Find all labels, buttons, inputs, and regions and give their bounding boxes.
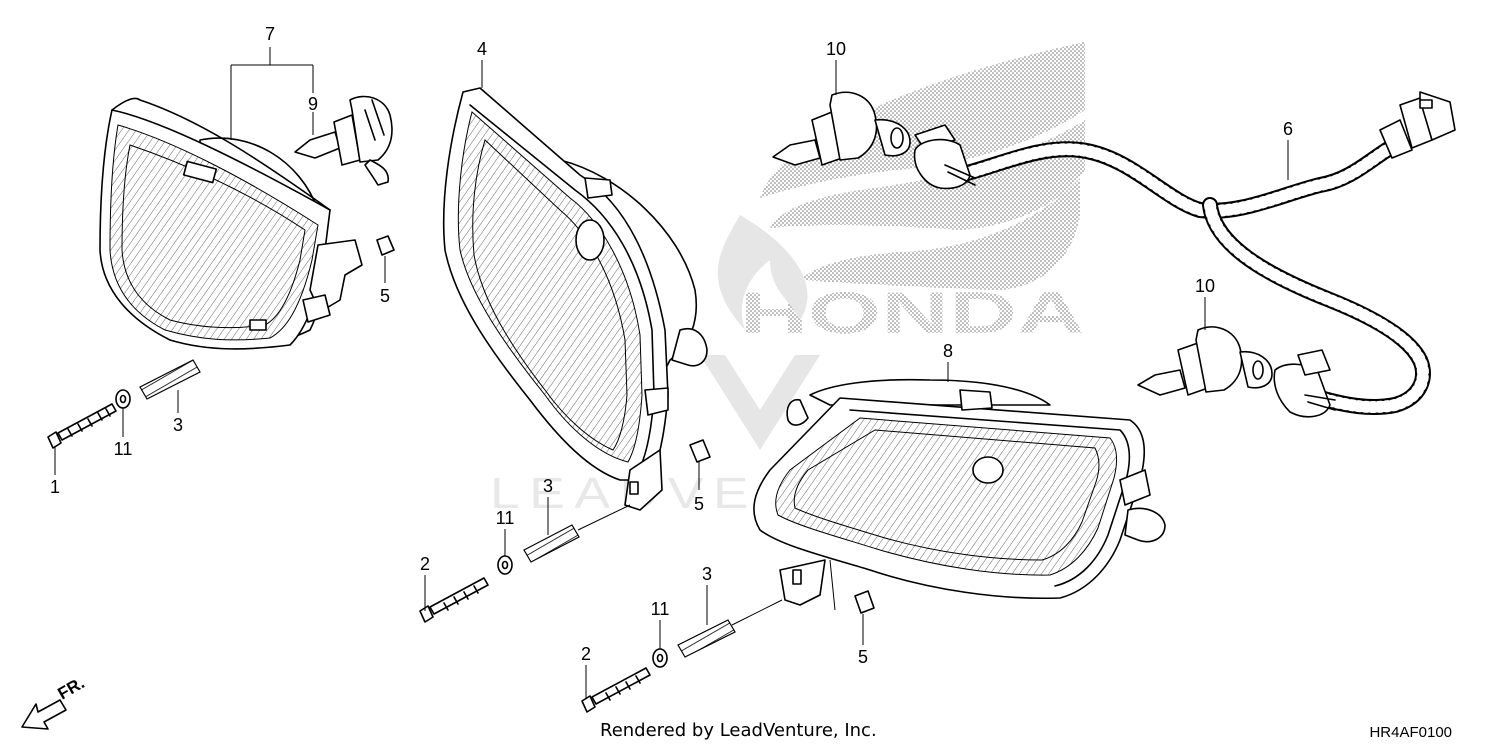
callout-11-b: 11: [496, 508, 515, 528]
callout-3-b: 3: [543, 476, 553, 496]
callout-1: 1: [50, 477, 60, 497]
washer-11-b[interactable]: [497, 555, 513, 575]
bolt-2-b[interactable]: [581, 667, 651, 713]
front-direction-indicator: FR.: [21, 673, 88, 730]
washer-11-a[interactable]: [115, 389, 131, 409]
callout-4: 4: [477, 39, 487, 59]
front-label: FR.: [55, 673, 88, 703]
callout-11-a: 11: [114, 439, 133, 459]
callout-5-c: 5: [858, 647, 868, 667]
diagram-code: HR4AF0100: [1369, 724, 1452, 741]
callout-8: 8: [943, 341, 953, 361]
leader-lines: [54, 47, 1289, 699]
callouts: 7 9 4 10 6 10 8 5 5 5 3 3 3 11 11 11 1 2…: [50, 24, 1293, 667]
callout-10-lower: 10: [1195, 276, 1215, 296]
bolt-2-a[interactable]: [419, 577, 489, 623]
callout-3-a: 3: [173, 415, 183, 435]
callout-5-a: 5: [380, 286, 390, 306]
callout-2-b: 2: [581, 644, 591, 664]
callout-10-upper: 10: [826, 39, 846, 59]
bulb-9[interactable]: [294, 95, 393, 186]
callout-3-c: 3: [702, 564, 712, 584]
bulb-10-upper[interactable]: [772, 91, 911, 166]
callout-6: 6: [1283, 119, 1293, 139]
front-arrow-icon: [21, 699, 67, 730]
wire-harness-6[interactable]: [913, 91, 1456, 418]
bulb-10-lower[interactable]: [1137, 326, 1273, 396]
callout-2-a: 2: [420, 554, 430, 574]
headlight-unit-8[interactable]: [753, 378, 1166, 606]
callout-9: 9: [308, 94, 318, 114]
callout-7: 7: [265, 24, 275, 44]
spring-3-b[interactable]: [523, 504, 631, 563]
clip-nut-5-a[interactable]: [376, 235, 395, 256]
render-credit: Rendered by LeadVenture, Inc.: [600, 720, 877, 741]
washer-11-c[interactable]: [652, 648, 668, 668]
clip-nut-5-b[interactable]: [689, 439, 711, 463]
headlight-assembly-7[interactable]: [99, 97, 363, 350]
clip-nut-5-c[interactable]: [854, 590, 875, 614]
spring-3-a[interactable]: [139, 359, 201, 400]
headlight-unit-4[interactable]: [442, 87, 708, 511]
callout-5-b: 5: [694, 494, 704, 514]
spring-3-c[interactable]: [677, 599, 783, 658]
callout-11-c: 11: [651, 599, 670, 619]
bolt-1[interactable]: [47, 403, 117, 449]
